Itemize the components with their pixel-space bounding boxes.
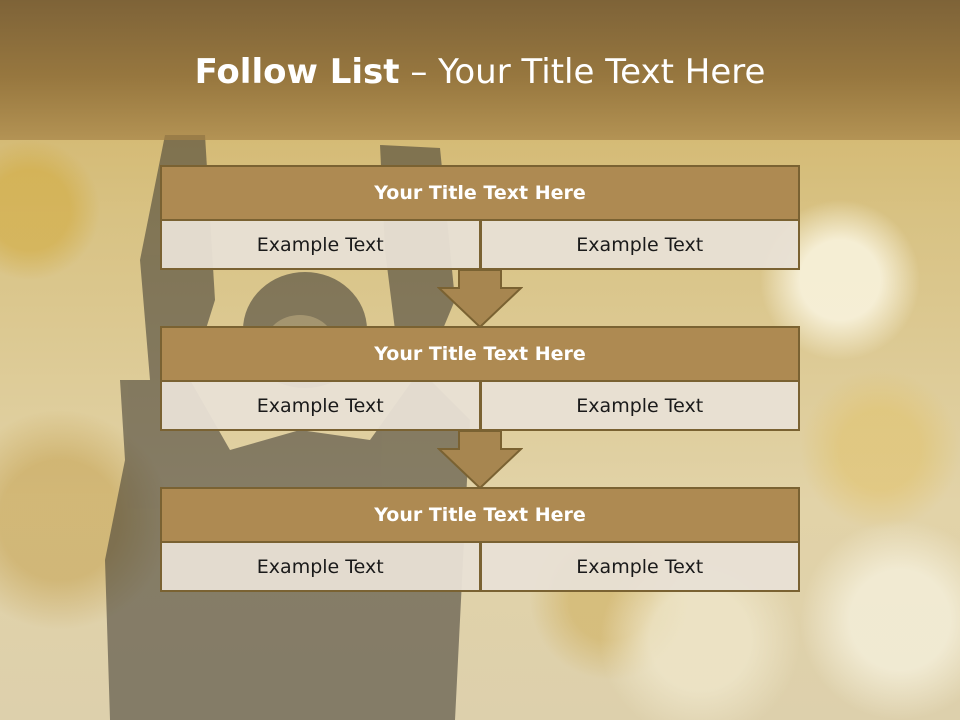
step-cell-left: Example Text <box>160 543 481 592</box>
step-cell-left: Example Text <box>160 382 481 431</box>
slide-title-rest: – Your Title Text Here <box>399 52 766 92</box>
down-arrow-icon <box>437 431 523 489</box>
step-cell-right: Example Text <box>480 382 800 431</box>
step-row: Example Text Example Text <box>160 221 800 270</box>
step-row: Example Text Example Text <box>160 382 800 431</box>
down-arrow-icon <box>437 270 523 328</box>
step-block-2: Your Title Text Here Example Text Exampl… <box>160 326 800 431</box>
step-cell-left: Example Text <box>160 221 481 270</box>
step-cell-right: Example Text <box>480 221 800 270</box>
step-row: Example Text Example Text <box>160 543 800 592</box>
step-title: Your Title Text Here <box>160 487 800 543</box>
step-cell-right: Example Text <box>480 543 800 592</box>
step-title: Your Title Text Here <box>160 165 800 221</box>
step-block-3: Your Title Text Here Example Text Exampl… <box>160 487 800 592</box>
slide-title-bold: Follow List <box>194 52 400 92</box>
step-block-1: Your Title Text Here Example Text Exampl… <box>160 165 800 270</box>
title-band <box>0 0 960 140</box>
step-title: Your Title Text Here <box>160 326 800 382</box>
slide-title: Follow List – Your Title Text Here <box>0 52 960 92</box>
